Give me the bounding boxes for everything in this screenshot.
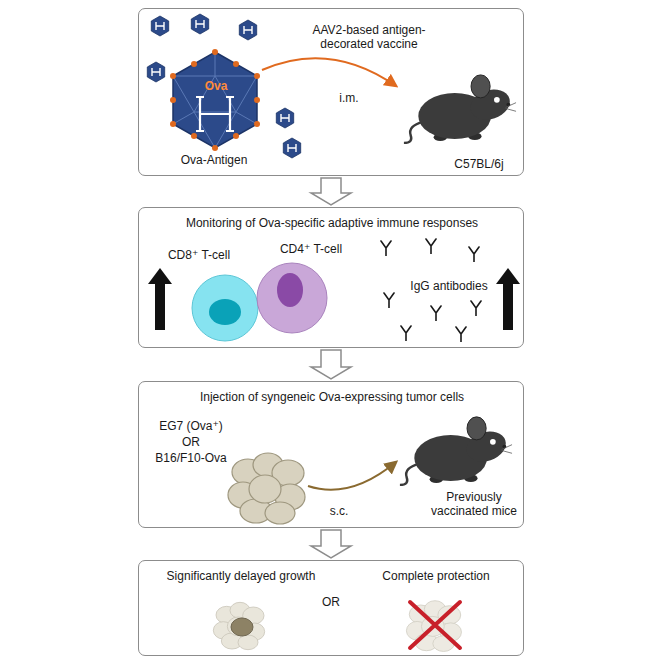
antibody [469, 247, 479, 262]
antibody [471, 301, 481, 316]
small-capsid [283, 138, 300, 158]
small-capsid [191, 14, 208, 34]
drawing-part [254, 121, 260, 127]
small-capsid [147, 62, 164, 82]
injection-arrow [262, 58, 396, 86]
drawing-part [170, 49, 260, 151]
drawing-part [173, 52, 257, 148]
drawing-part [170, 73, 176, 79]
or-label: OR [145, 435, 237, 449]
antibody [456, 327, 466, 342]
panel-heading: Monitoring of Ova-specific adaptive immu… [149, 216, 515, 230]
antigen-tag: Ova [196, 79, 236, 93]
panel-box: AAV2-based antigen-decorated vaccineOvaO… [138, 8, 524, 176]
drawing-part [209, 299, 241, 325]
vaccine-label: AAV2-based antigen-decorated vaccine [304, 23, 434, 52]
drawing-part [277, 273, 303, 307]
cell-label: CD8⁺ T-cell [157, 248, 241, 262]
small-capsid [239, 20, 256, 40]
cell-line-label: B16/F10-Ova [145, 451, 237, 465]
antibody-label: IgG antibodies [404, 279, 494, 293]
drawing-part [191, 133, 197, 139]
drawing-part [191, 61, 197, 67]
antibody [426, 239, 436, 254]
injection-arrow [308, 462, 396, 490]
small-capsid [276, 108, 293, 128]
mouse [400, 417, 512, 485]
delayed-tumor [213, 602, 264, 649]
panel-box: Significantly delayed growthOR Complete p… [138, 560, 524, 656]
mouse-label: Previously vaccinated mice [429, 490, 519, 519]
drawing-part [196, 97, 234, 131]
route-label: i.m. [329, 91, 369, 105]
drawing-part [170, 121, 176, 127]
drawing-part [254, 97, 260, 103]
or-label: OR [311, 595, 351, 609]
antibody [431, 306, 441, 321]
drawing-part [254, 73, 260, 79]
drawing-part [173, 52, 257, 148]
drawing-part [231, 618, 253, 636]
cell-label: CD4⁺ T-cell [269, 242, 353, 256]
block-arrow [311, 530, 351, 558]
cross-mark [410, 602, 460, 648]
tumor-cells [228, 453, 305, 524]
outcome-label: Complete protection [361, 569, 511, 583]
increase-arrow [148, 268, 172, 330]
capsid-cloud [147, 14, 300, 158]
aav-capsid [170, 49, 260, 151]
drawing-part [212, 49, 218, 55]
block-arrow [311, 350, 351, 379]
mouse [404, 75, 516, 143]
drawing-part [212, 145, 218, 151]
panel-box: Monitoring of Ova-specific adaptive immu… [138, 207, 524, 348]
tumor-cells [406, 601, 461, 652]
antibody [401, 326, 411, 341]
antigen-label: Ova-Antigen [159, 153, 269, 167]
antibody [381, 241, 391, 256]
small-capsid [151, 16, 168, 36]
cd8-t-cell [192, 275, 258, 341]
drawing-part [233, 133, 239, 139]
drawing-part [170, 97, 176, 103]
antibody [384, 293, 394, 308]
route-label: s.c. [319, 504, 359, 518]
tumor-cells [213, 602, 264, 649]
rejected-tumor [406, 601, 461, 652]
panel-box: Injection of syngeneic Ova-expressing tu… [138, 381, 524, 528]
drawing-part [192, 275, 258, 341]
outcome-label: Significantly delayed growth [161, 569, 321, 583]
increase-arrow [496, 268, 520, 330]
mouse-strain: C57BL/6j [439, 157, 519, 171]
block-arrow [311, 178, 351, 205]
drawing-part [233, 61, 239, 67]
cd4-t-cell [257, 263, 327, 333]
panel-heading: Injection of syngeneic Ova-expressing tu… [149, 390, 515, 404]
cell-line-label: EG7 (Ova⁺) [145, 419, 237, 433]
drawing-part [257, 263, 327, 333]
